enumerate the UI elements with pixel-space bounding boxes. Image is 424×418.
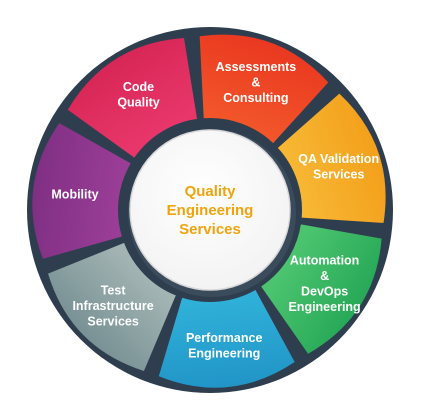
segment-automation-devops-engineering-label-line: Automation <box>290 254 359 268</box>
segment-mobility-label-line: Mobility <box>51 187 98 201</box>
segment-code-quality-shape <box>67 37 198 158</box>
segment-qa-validation-services-label-line: Services <box>313 167 364 181</box>
segment-assessments-consulting-label: Assessments &Consulting <box>216 60 297 105</box>
center-title-line: Engineering <box>167 202 254 219</box>
center-title-line: Quality <box>185 183 237 200</box>
segment-performance-engineering-label-line: Performance <box>186 331 262 345</box>
center-title-line: Services <box>179 221 241 238</box>
segment-mobility-shape <box>32 123 131 259</box>
segment-assessments-consulting-label-line: Assessments <box>216 60 297 74</box>
segment-assessments-consulting-shape <box>199 34 329 144</box>
segment-code-quality-label-line: Quality <box>117 96 159 110</box>
segment-performance-engineering-shape <box>158 289 295 388</box>
segment-mobility: Mobility <box>32 123 131 259</box>
segment-performance-engineering-label-line: Engineering <box>188 347 260 361</box>
segment-automation-devops-engineering-label-line: Engineering <box>288 300 360 314</box>
segment-qa-validation-services-shape <box>277 93 386 223</box>
center-circle <box>129 129 291 291</box>
segment-test-infrastructure-services-label-line: Infrastructure <box>72 299 153 313</box>
segment-assessments-consulting-label-line: Consulting <box>223 91 288 105</box>
segment-automation-devops-engineering-label-line: DevOps <box>301 285 348 299</box>
segment-automation-devops-engineering-label-line: & <box>320 269 329 283</box>
segment-automation-devops-engineering-shape <box>261 224 382 354</box>
segment-assessments-consulting: Assessments &Consulting <box>199 34 329 144</box>
segment-assessments-consulting-label-line: & <box>251 76 260 90</box>
segment-code-quality-label-line: Code <box>123 80 154 94</box>
segment-qa-validation-services-label-line: QA Validation <box>298 152 379 166</box>
segment-test-infrastructure-services-label-line: Services <box>87 314 138 328</box>
segment-mobility-label: Mobility <box>51 187 98 201</box>
segment-test-infrastructure-services-label-line: Test <box>101 283 127 297</box>
segment-test-infrastructure-services-shape <box>48 242 176 371</box>
